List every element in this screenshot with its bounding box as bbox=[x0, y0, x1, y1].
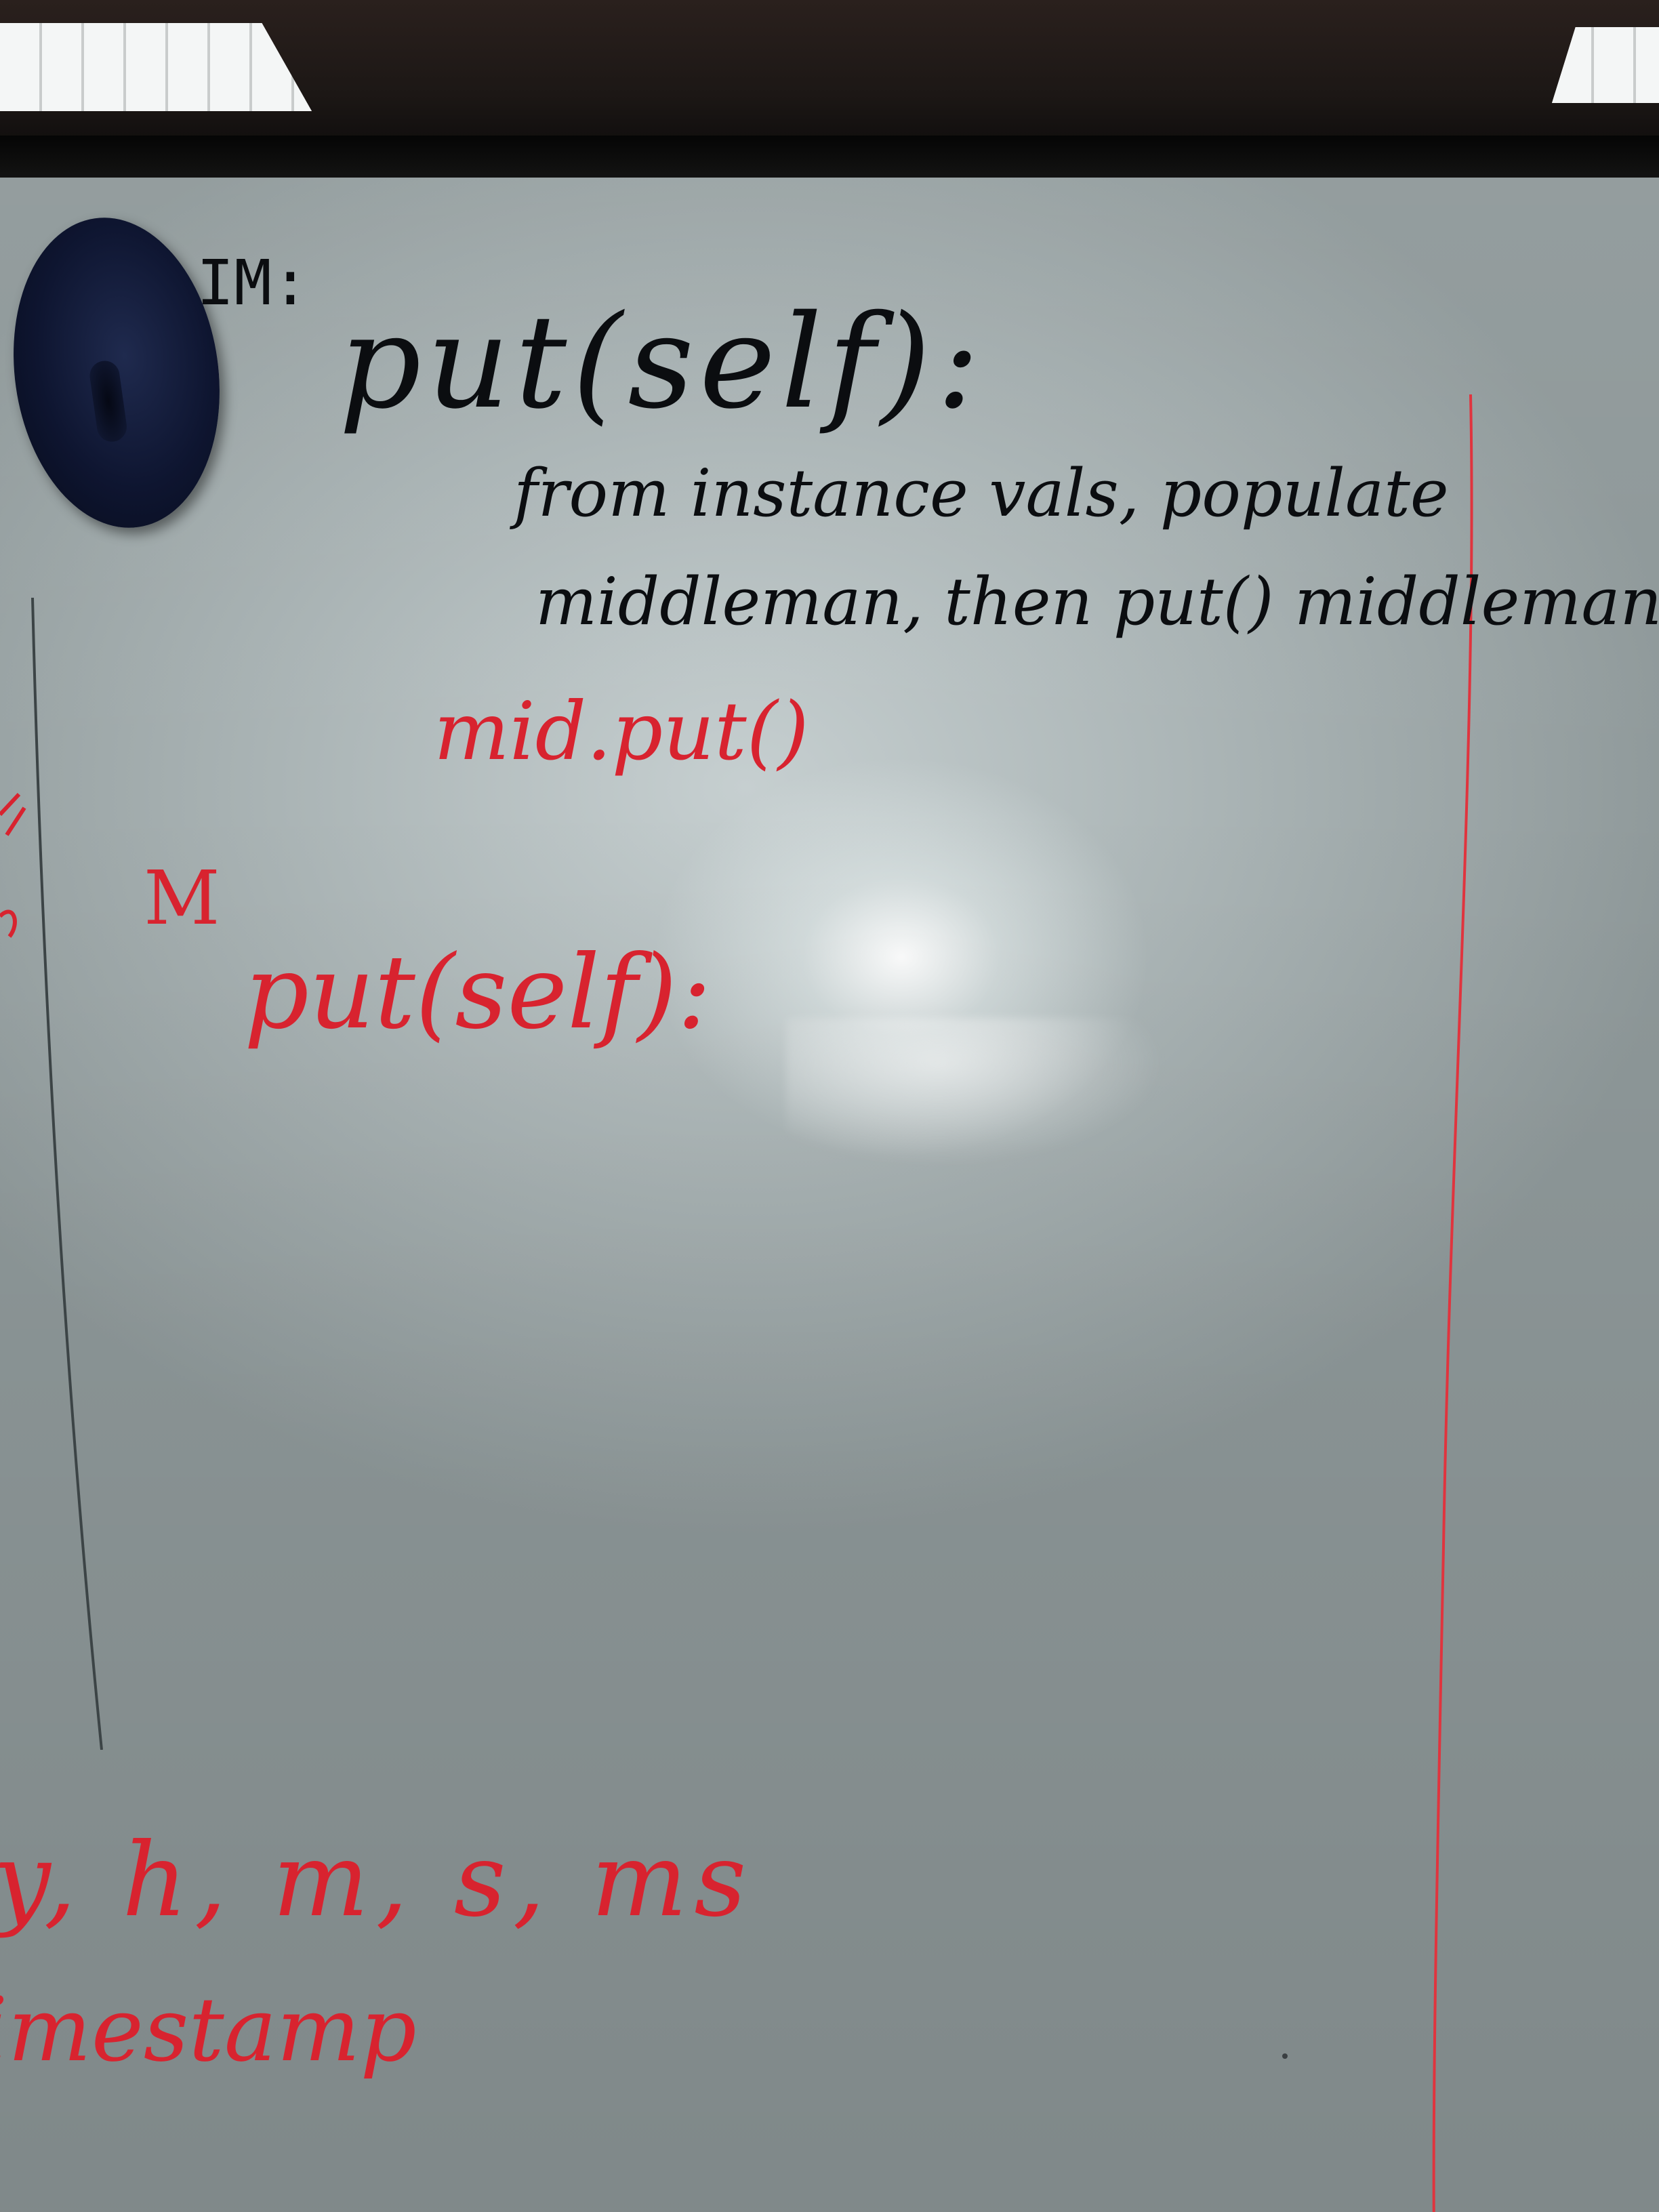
red-divider-line bbox=[1432, 394, 1473, 2212]
fields-list: y, h, m, s, ms bbox=[0, 1822, 754, 1940]
red-edge-scribble bbox=[0, 792, 26, 938]
ceiling-light-right bbox=[1552, 27, 1659, 103]
magnet-grip bbox=[87, 359, 129, 444]
left-margin-line bbox=[31, 598, 103, 1750]
board-shading bbox=[0, 178, 1659, 2212]
heading-im: IM: bbox=[197, 247, 310, 319]
red-method-call: mid.put() bbox=[434, 684, 809, 778]
board-speck bbox=[1282, 2053, 1288, 2059]
fields-caption: imestamp bbox=[0, 1978, 417, 2081]
method-signature-red: put(self): bbox=[244, 934, 712, 1052]
method-signature-black: put(self): bbox=[339, 287, 985, 437]
red-label-m: M bbox=[144, 855, 220, 941]
description-line-2: middleman, then put() middleman bbox=[535, 564, 1659, 640]
whiteboard-surface bbox=[0, 178, 1659, 2212]
ceiling-light-left bbox=[0, 23, 312, 111]
light-glare bbox=[786, 1018, 1166, 1167]
description-line-1: from instance vals, populate bbox=[514, 455, 1449, 531]
whiteboard-top-frame bbox=[0, 136, 1659, 183]
